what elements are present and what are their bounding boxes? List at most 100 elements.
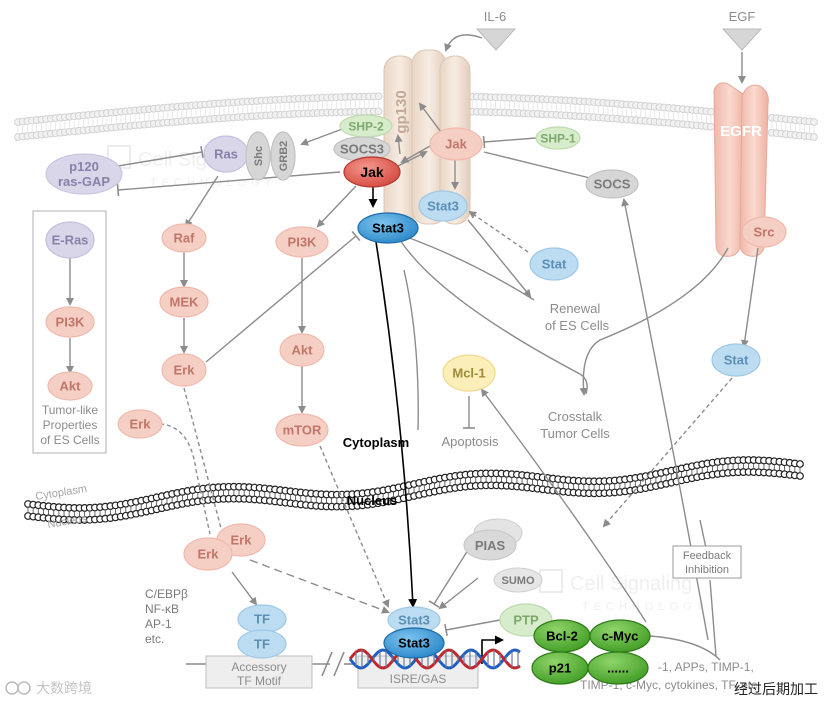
stat-egfr-node-label: Stat (724, 353, 749, 368)
mcl1-node: Mcl-1 (442, 354, 496, 392)
bcl2-gene-label: Bcl-2 (546, 629, 578, 644)
svg-text:Crosstalk: Crosstalk (548, 409, 603, 424)
mtor-node: mTOR (275, 413, 329, 447)
stat3-main-node-label: Stat3 (372, 221, 404, 236)
plasma-membrane (14, 92, 818, 141)
cytoplasm-membrane-label: Cytoplasm (35, 483, 88, 503)
accessory-tf-motif-box (205, 655, 313, 689)
e-ras-node-label: E-Ras (52, 233, 89, 248)
shp1-node-label: SHP-1 (540, 131, 576, 145)
svg-text:EGF: EGF (729, 9, 756, 24)
svg-text:gp130: gp130 (393, 90, 410, 133)
erk-node-1: Erk (161, 353, 207, 387)
shc-node: Shc (245, 131, 271, 181)
stat-right-node-label: Stat (542, 257, 567, 272)
cytoplasm-label: Cytoplasm (343, 435, 409, 450)
svg-text:TF Motif: TF Motif (237, 674, 282, 688)
svg-text:etc.: etc. (145, 632, 164, 646)
mcl1-node-label: Mcl-1 (452, 366, 485, 381)
ptp-node-label: PTP (513, 613, 539, 628)
more-genes: ...... (587, 651, 649, 685)
jak-right-node: Jak (429, 127, 483, 161)
erk-left-node-label: Erk (130, 417, 152, 432)
nuclear-membrane (24, 456, 804, 524)
akt-node: Akt (279, 333, 325, 367)
stat3-nucleus-node-2-label: Stat3 (398, 636, 430, 651)
tf-node-2-label: TF (254, 637, 270, 652)
renewal-label: Renewal of ES Cells (545, 301, 610, 333)
sumo-label: SUMO (502, 575, 535, 587)
more-genes-label: ...... (607, 661, 629, 676)
erk-nucleus-node-1-label: Erk (198, 547, 220, 562)
ras-gap-label: ras-GAP (58, 174, 110, 189)
svg-text:IL-6: IL-6 (484, 9, 506, 24)
shp2-node: SHP-2 (339, 114, 393, 138)
akt-box-node: Akt (47, 371, 93, 401)
socs3-node: SOCS3 (333, 136, 391, 162)
dna-helix (205, 648, 521, 689)
accessory-tf-motif-label: Accessory TF Motif (231, 660, 286, 688)
bcl2-gene: Bcl-2 (533, 619, 591, 653)
footer-right-label: 经过后期加工 (734, 681, 818, 697)
egf-ligand: EGF (721, 9, 763, 51)
p21-gene: p21 (531, 651, 589, 685)
shp2-node-label: SHP-2 (348, 119, 384, 133)
cmyc-gene-label: c-Myc (602, 629, 639, 644)
stat3-nucleus-node-1-label: Stat3 (398, 613, 430, 628)
stat3-main-node: Stat3 (357, 212, 419, 244)
svg-text:Cell Signaling: Cell Signaling (570, 573, 692, 595)
stat3-cytoplasm-node: Stat3 (418, 190, 468, 222)
jak-main-node: Jak (343, 156, 401, 188)
svg-text:大数跨境: 大数跨境 (36, 680, 92, 696)
il6-ligand: IL-6 (475, 9, 517, 51)
akt-node-label: Akt (292, 343, 314, 358)
e-ras-node: E-Ras (45, 221, 95, 259)
svg-text:TECHNOLOGY: TECHNOLOGY (582, 601, 709, 613)
tf-list-label: C/EBPβ NF-κB AP-1 etc. (145, 587, 188, 646)
feedback-inhibition-box: Feedback Inhibition (672, 545, 742, 579)
cmyc-gene: c-Myc (589, 619, 651, 653)
grb2-node-label: GRB2 (278, 141, 290, 172)
pias-node: PIAS (463, 518, 523, 561)
jak-right-node-label: Jak (445, 137, 467, 152)
tf-node-1-label: TF (254, 612, 270, 627)
raf-node: Raf (161, 223, 207, 253)
stat3-nucleus-node-1: Stat3 (387, 606, 441, 634)
stat3-nucleus-node-2: Stat3 (383, 627, 445, 659)
erk-left-node: Erk (117, 409, 163, 439)
mek-node-label: MEK (170, 295, 200, 310)
stat-right-node: Stat (529, 247, 579, 281)
src-node: Src (741, 216, 787, 248)
svg-text:Renewal: Renewal (550, 301, 601, 316)
p21-gene-label: p21 (549, 661, 571, 676)
main-signal-arrows (368, 186, 504, 664)
erk-node-1-label: Erk (174, 363, 196, 378)
erk-nucleus-node-1: Erk (183, 537, 233, 571)
stat3-cytoplasm-node-label: Stat3 (427, 199, 459, 214)
watermark-bottom: Cell Signaling TECHNOLOGY (539, 569, 709, 613)
svg-text:EGFR: EGFR (720, 123, 762, 140)
mtor-node-label: mTOR (283, 423, 322, 438)
jak-main-node-label: Jak (360, 164, 384, 180)
tumor-like-label: Tumor-like Properties of ES Cells (40, 403, 99, 447)
ras-node: Ras (203, 135, 249, 173)
stat-egfr-node: Stat (711, 343, 761, 377)
tumor-like-box (32, 210, 107, 454)
tf-node-2: TF (237, 629, 287, 659)
socs-node-label: SOCS (594, 177, 631, 192)
svg-text:C/EBPβ: C/EBPβ (145, 587, 188, 601)
svg-text:Inhibition: Inhibition (685, 564, 729, 576)
ras-node-label: Ras (214, 147, 238, 162)
pias-label: PIAS (475, 538, 506, 553)
svg-text:AP-1: AP-1 (145, 617, 172, 631)
mek-node: MEK (159, 286, 209, 318)
svg-text:Properties: Properties (43, 418, 98, 432)
isre-gas-label: ISRE/GAS (390, 672, 447, 686)
svg-text:of ES Cells: of ES Cells (40, 433, 99, 447)
svg-text:Tumor Cells: Tumor Cells (540, 426, 610, 441)
socs3-node-label: SOCS3 (340, 142, 384, 157)
